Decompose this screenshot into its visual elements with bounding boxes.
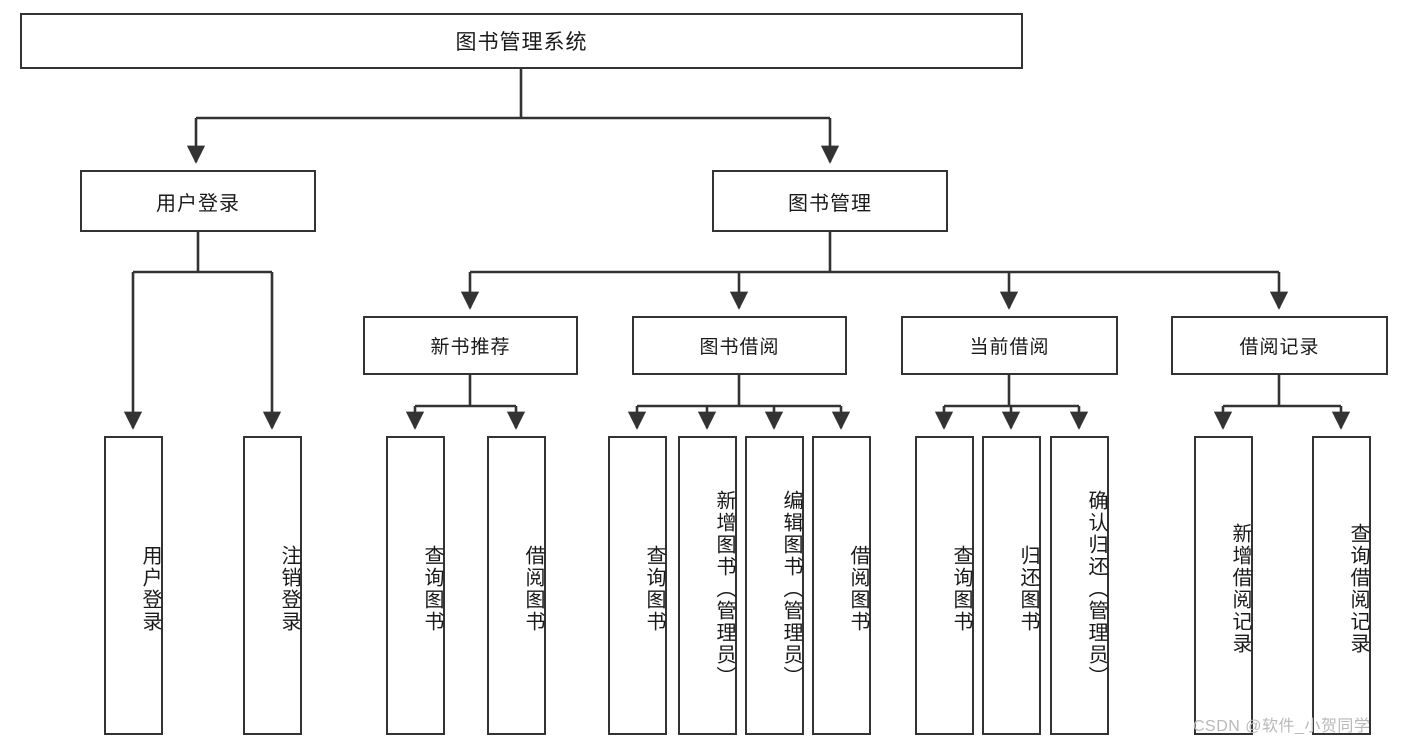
node-current-borrow-label: 当前借阅 (969, 337, 1050, 358)
node-book-manage[interactable]: 图书管理 (712, 170, 948, 232)
watermark: CSDN @软件_小贺同学 (1193, 718, 1371, 735)
node-leaf-edit-book[interactable]: 编辑图书（管理员） (745, 436, 804, 735)
node-book-borrow[interactable]: 图书借阅 (632, 316, 847, 375)
node-leaf-borrow-book-1-label: 借阅图书 (522, 544, 544, 633)
node-borrow-record-label: 借阅记录 (1239, 337, 1320, 358)
node-leaf-query-book-1-label: 查询图书 (421, 544, 443, 633)
node-current-borrow[interactable]: 当前借阅 (901, 316, 1118, 375)
node-leaf-query-book-3[interactable]: 查询图书 (915, 436, 974, 735)
node-leaf-add-record[interactable]: 新增借阅记录 (1194, 436, 1253, 735)
node-leaf-query-record[interactable]: 查询借阅记录 (1312, 436, 1371, 735)
node-leaf-return-book[interactable]: 归还图书 (982, 436, 1041, 735)
node-leaf-query-book-2[interactable]: 查询图书 (608, 436, 667, 735)
node-book-borrow-label: 图书借阅 (699, 337, 780, 358)
node-leaf-query-book-3-label: 查询图书 (950, 544, 972, 633)
node-leaf-add-book-label: 新增图书（管理员） (713, 489, 735, 688)
node-leaf-user-login-label: 用户登录 (139, 544, 161, 633)
node-user-login[interactable]: 用户登录 (80, 170, 316, 232)
node-leaf-confirm-return-label: 确认归还（管理员） (1085, 489, 1107, 688)
node-leaf-query-book-2-label: 查询图书 (643, 544, 665, 633)
node-leaf-confirm-return[interactable]: 确认归还（管理员） (1050, 436, 1109, 735)
node-leaf-add-book[interactable]: 新增图书（管理员） (678, 436, 737, 735)
node-leaf-query-book-1[interactable]: 查询图书 (386, 436, 445, 735)
node-root[interactable]: 图书管理系统 (20, 13, 1023, 69)
node-new-book-recommend[interactable]: 新书推荐 (363, 316, 578, 375)
node-leaf-borrow-book-1[interactable]: 借阅图书 (487, 436, 546, 735)
node-leaf-add-record-label: 新增借阅记录 (1229, 522, 1251, 655)
node-leaf-user-login[interactable]: 用户登录 (104, 436, 163, 735)
node-leaf-borrow-book-2[interactable]: 借阅图书 (812, 436, 871, 735)
node-leaf-user-logout[interactable]: 注销登录 (243, 436, 302, 735)
node-root-label: 图书管理系统 (455, 31, 588, 54)
node-borrow-record[interactable]: 借阅记录 (1171, 316, 1388, 375)
node-leaf-query-record-label: 查询借阅记录 (1347, 522, 1369, 655)
node-leaf-borrow-book-2-label: 借阅图书 (847, 544, 869, 633)
node-leaf-return-book-label: 归还图书 (1017, 544, 1039, 633)
node-user-login-label: 用户登录 (156, 192, 240, 215)
node-new-book-recommend-label: 新书推荐 (430, 337, 511, 358)
node-leaf-edit-book-label: 编辑图书（管理员） (780, 489, 802, 688)
node-leaf-user-logout-label: 注销登录 (278, 544, 300, 633)
node-book-manage-label: 图书管理 (788, 192, 872, 215)
